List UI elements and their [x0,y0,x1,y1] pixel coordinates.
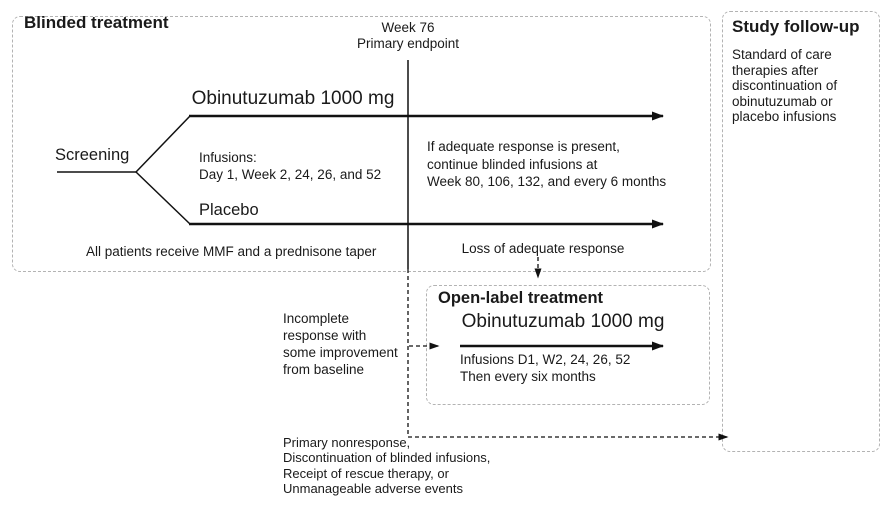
study-followup-title: Study follow-up [732,17,860,36]
open-label-drug-label: Obinutuzumab 1000 mg [461,311,665,332]
adequate-response-note: If adequate response is present, continu… [427,139,667,189]
obinutuzumab-arm-label: Obinutuzumab 1000 mg [191,88,395,109]
open-label-title: Open-label treatment [438,289,604,307]
blinded-treatment-box [12,16,711,272]
screening-label: Screening [55,146,130,164]
nonresponse-criteria-label: Primary nonresponse, Discontinuation of … [283,435,491,496]
week76-endpoint-label: Week 76 Primary endpoint [356,20,460,51]
study-followup-body: Standard of care therapies after discont… [732,47,838,124]
mmf-prednisone-footnote: All patients receive MMF and a prednison… [86,244,377,259]
loss-of-response-label: Loss of adequate response [461,241,625,256]
placebo-arm-label: Placebo [199,201,259,219]
incomplete-response-label: Incomplete response with some improvemen… [283,311,398,377]
study-followup-box [722,11,880,452]
blinded-treatment-title: Blinded treatment [24,13,169,32]
blinded-infusions-schedule: Infusions: Day 1, Week 2, 24, 26, and 52 [199,150,382,182]
open-label-infusions-schedule: Infusions D1, W2, 24, 26, 52 Then every … [460,352,631,384]
